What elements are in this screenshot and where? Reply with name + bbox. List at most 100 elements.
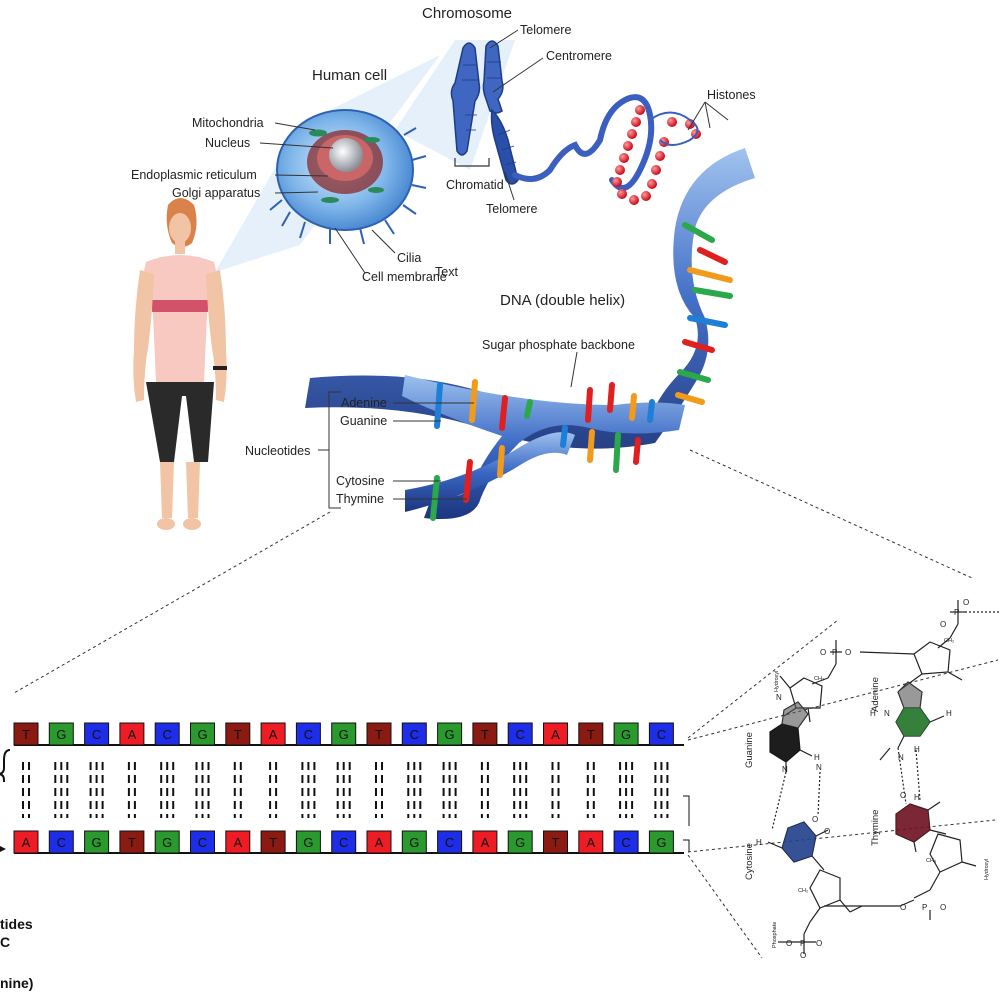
chem-h-5: H xyxy=(914,793,920,802)
chromosome xyxy=(450,40,519,185)
label-backbone: Sugar phosphate backbone xyxy=(482,338,635,352)
label-centromere: Centromere xyxy=(546,49,612,63)
nucleotide-bottom-letter: C xyxy=(621,835,630,850)
histone-beads xyxy=(612,105,701,205)
nucleotide-top-box xyxy=(648,722,674,746)
chem-p-2: P xyxy=(832,648,837,657)
nucleotide-bottom-letter: C xyxy=(445,835,454,850)
nucleotide-bottom-letter: G xyxy=(515,835,525,850)
nucleotide-bottom-box xyxy=(578,830,604,854)
nucleotide-top-letter: A xyxy=(551,727,560,742)
nucleotide-bottom-letter: G xyxy=(303,835,313,850)
nucleotide-top-box xyxy=(295,722,321,746)
chem-o-4: O xyxy=(845,648,851,657)
chem-h-2: H xyxy=(870,709,876,718)
nucleotide-top-box xyxy=(225,722,251,746)
leader-lines xyxy=(259,29,729,509)
nucleotide-top-letter: G xyxy=(339,727,349,742)
nucleotide-top-box xyxy=(472,722,498,746)
chemical-structure: O P O CH₂ P O O CH₂ N H N N H N H N H O … xyxy=(744,598,1000,960)
label-cell-membrane: Cell membrane xyxy=(362,270,447,284)
chem-label-phosphate: Phosphate xyxy=(772,922,778,948)
nucleotide-top-letter: G xyxy=(445,727,455,742)
chem-n-2: N xyxy=(782,765,788,774)
nucleotide-top-letter: C xyxy=(92,727,101,742)
nucleotide-top-box xyxy=(84,722,110,746)
adenine-ring-2 xyxy=(898,682,922,708)
chem-ch2-1: CH₂ xyxy=(944,638,954,644)
chem-p-1: P xyxy=(954,608,959,617)
nucleotide-top-box xyxy=(613,722,639,746)
nucleotide-bottom-letter: A xyxy=(22,835,31,850)
label-telomere-bottom: Telomere xyxy=(486,202,537,216)
nucleotide-bottom-letter: G xyxy=(409,835,419,850)
cropped-text-line-3: nine) xyxy=(0,975,34,991)
nucleotide-top-box xyxy=(437,722,463,746)
nucleotide-bottom-box xyxy=(295,830,321,854)
label-er: Endoplasmic reticulum xyxy=(131,168,257,182)
cytosine-ring xyxy=(782,822,816,862)
base-pair-rungs xyxy=(430,222,733,521)
thymine-ring xyxy=(896,804,930,842)
nucleotide-top-box xyxy=(154,722,180,746)
label-text-stray: Text xyxy=(435,265,458,279)
label-histones: Histones xyxy=(707,88,756,102)
nucleotide-bottom-letter: G xyxy=(656,835,666,850)
nucleotide-top-letter: A xyxy=(269,727,278,742)
chromatin-fiber xyxy=(512,94,655,191)
chem-o-8: O xyxy=(900,903,906,912)
nucleotide-top-letter: C xyxy=(304,727,313,742)
label-guanine: Guanine xyxy=(340,414,387,428)
nucleotide-bottom-letter: G xyxy=(92,835,102,850)
nucleotide-top-box xyxy=(366,722,392,746)
chem-h-3: H xyxy=(946,709,952,718)
label-nucleotides: Nucleotides xyxy=(245,444,310,458)
nucleotide-top-letter: T xyxy=(587,727,595,742)
nucleotide-top-box xyxy=(119,722,145,746)
chem-o-11: O xyxy=(816,939,822,948)
nucleotide-bottom-box xyxy=(48,830,74,854)
human-cell xyxy=(269,109,427,245)
nucleotide-bottom-letter: C xyxy=(198,835,207,850)
nucleotide-top-letter: C xyxy=(410,727,419,742)
label-chromatid: Chromatid xyxy=(446,178,504,192)
label-nucleus: Nucleus xyxy=(205,136,250,150)
nucleotide-bottom-letter: C xyxy=(339,835,348,850)
nucleotide-bottom-box xyxy=(472,830,498,854)
nucleotide-bottom-box xyxy=(366,830,392,854)
chem-n-5: N xyxy=(898,753,904,762)
nucleotide-bottom-box xyxy=(648,830,674,854)
nucleotide-top-box xyxy=(13,722,39,746)
chem-label-hydroxyl-2: Hydroxyl xyxy=(984,859,990,880)
nucleotide-bottom-letter: G xyxy=(162,835,172,850)
chromosome-title: Chromosome xyxy=(422,5,512,22)
adenine-ring xyxy=(896,708,930,736)
nucleotide-bottom-letter: C xyxy=(57,835,66,850)
chem-p-3: P xyxy=(922,903,927,912)
label-thymine: Thymine xyxy=(336,492,384,506)
biology-illustration: Chromosome Human cell DNA (double helix)… xyxy=(131,5,756,530)
nucleotide-bottom-letter: T xyxy=(128,835,136,850)
chem-p-4: P xyxy=(800,939,805,948)
nucleotide-bottom-box xyxy=(401,830,427,854)
nucleotide-bottom-box xyxy=(190,830,215,854)
nucleotide-bottom-box xyxy=(543,830,568,854)
nucleotide-bottom-box xyxy=(13,830,39,854)
nucleotide-top-box xyxy=(190,722,215,746)
chem-o-7: O xyxy=(824,827,830,836)
chem-o-1: O xyxy=(963,598,969,607)
nucleotide-top-letter: A xyxy=(128,727,137,742)
chem-o-2: O xyxy=(940,620,946,629)
dna-ribbon-back xyxy=(305,148,755,449)
nucleotide-bottom-box xyxy=(507,830,533,854)
nucleotide-bottom-box xyxy=(119,830,145,854)
hydrogen-bonds xyxy=(22,762,669,818)
guanine-ring xyxy=(770,724,800,762)
chem-label-guanine: Guanine xyxy=(744,732,755,768)
nucleotide-bottom-box xyxy=(437,830,463,854)
nucleotide-top-letter: C xyxy=(657,727,666,742)
chem-h-1: H xyxy=(814,753,820,762)
chem-ch2-2: CH₂ xyxy=(814,676,824,682)
